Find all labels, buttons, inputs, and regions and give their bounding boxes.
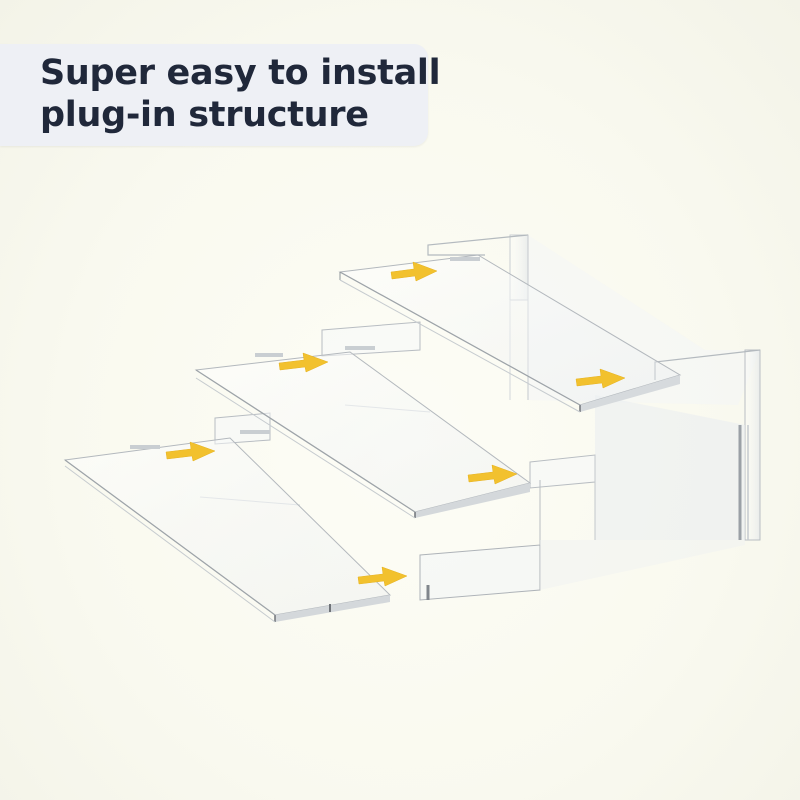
bottom-shelf [63, 430, 392, 623]
arrow-right-icon [278, 352, 329, 373]
arrow-right-icon [165, 441, 216, 462]
arrow-right-icon [575, 368, 626, 389]
title-line-2: plug-in structure [40, 95, 369, 135]
arrow-right-icon [357, 566, 408, 587]
title-banner [0, 44, 428, 146]
title-line-1: Super easy to install [40, 53, 441, 93]
top-shelf [338, 254, 682, 413]
title-text: Super easy to install plug-in structure [40, 52, 441, 136]
arrow-right-icon [390, 261, 438, 282]
arrow-right-icon [467, 464, 518, 485]
middle-shelf [194, 346, 532, 519]
